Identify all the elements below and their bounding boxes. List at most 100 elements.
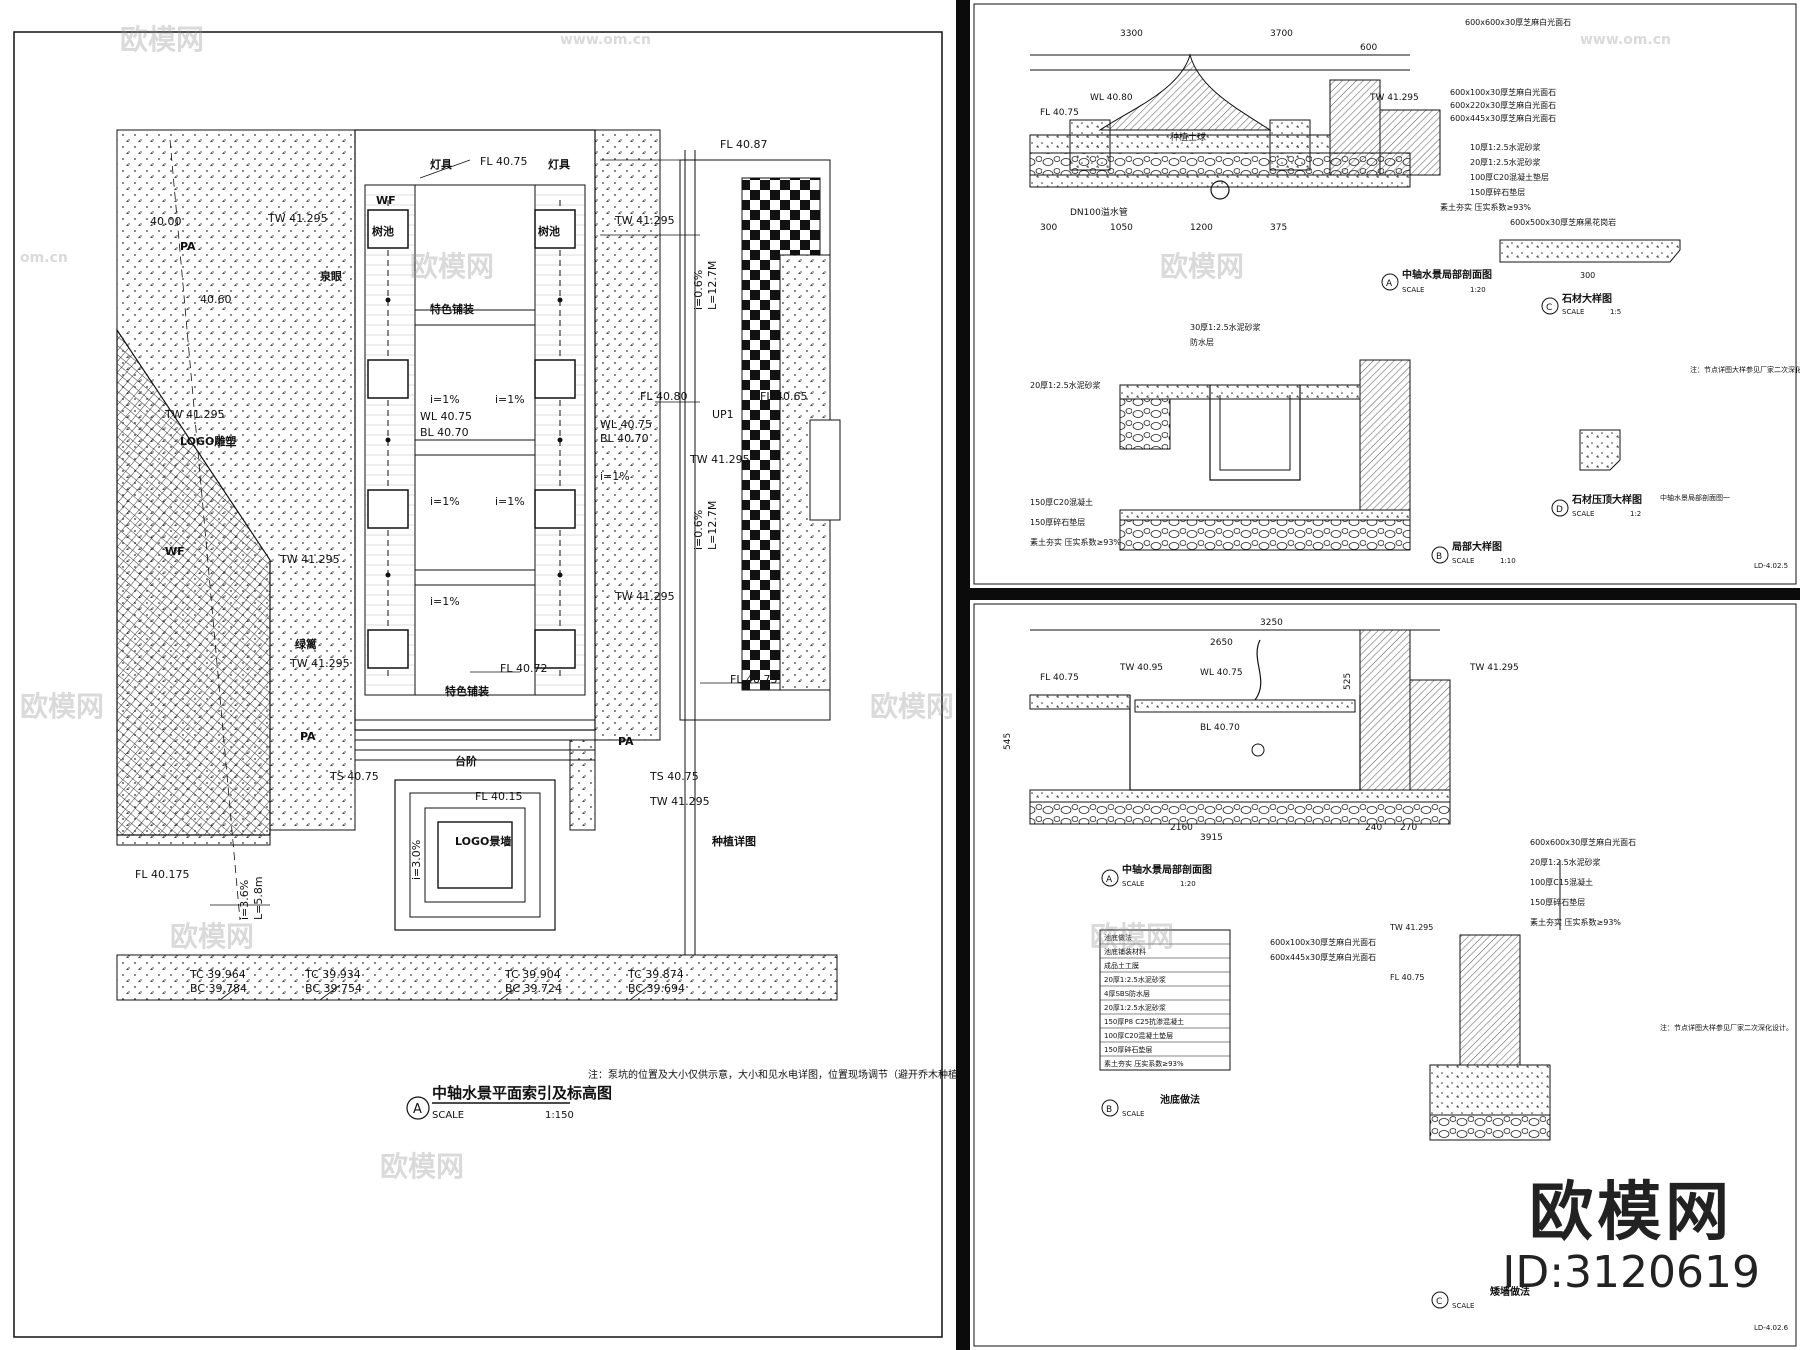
label-grade-2: 40.60 — [200, 293, 232, 306]
label-lamp: 灯具 — [430, 157, 452, 171]
section-a-note-2: 600x100x30厚芝麻白光面石 — [1450, 87, 1556, 97]
section-c-label-tw2: TW 41.295 — [1469, 663, 1519, 673]
pool-row-text: 100厚C20混凝土垫层 — [1104, 1031, 1173, 1040]
detail-c-scale-word: SCALE — [1562, 308, 1584, 316]
section-a-dim-5: 1050 — [1110, 223, 1133, 233]
detail-b-scale-word: SCALE — [1452, 557, 1474, 565]
section-c-dim-1: 3250 — [1260, 618, 1283, 628]
label-step: 台阶 — [455, 754, 478, 768]
section-c-dim-8: 525 — [1343, 673, 1353, 690]
section-c-dim-4: 2160 — [1170, 823, 1193, 833]
section-c-scale: 1:20 — [1180, 880, 1196, 888]
sheet-b-side-note: 中轴水景局部剖面图一 — [1660, 493, 1730, 502]
section-a-dim-7: 375 — [1270, 223, 1287, 233]
pool-title: 池底做法 — [1160, 1093, 1200, 1106]
section-a-note-4: 600x445x30厚芝麻白光面石 — [1450, 113, 1556, 123]
section-c-scale-word: SCALE — [1122, 880, 1144, 888]
section-a-dim-4: 300 — [1040, 223, 1057, 233]
pool-row-text: 池底铺装材料 — [1104, 947, 1146, 956]
wall-circle: C — [1436, 1297, 1442, 1307]
label-fl-4087: FL 40.87 — [720, 138, 767, 151]
label-tc-3: TC 39.904 — [504, 968, 561, 981]
wall-layer-1: 600x600x30厚芝麻白光面石 — [1530, 837, 1636, 847]
label-bl: BL 40.70 — [420, 426, 469, 439]
section-a-circle: A — [1386, 279, 1393, 289]
label-fl-4073: FL 40.73 — [730, 673, 777, 686]
label-logo-wall: LOGO景墙 — [455, 834, 511, 848]
plan-title-letter: A — [413, 1102, 422, 1117]
label-special: 特色铺装 — [430, 302, 474, 316]
detail-b-label-2: 防水层 — [1190, 337, 1214, 347]
section-a-dim-2: 3700 — [1270, 29, 1293, 39]
label-lamp-2: 灯具 — [548, 157, 570, 171]
brand-logo: 欧模网 ID:3120619 — [1502, 1181, 1760, 1295]
section-a-dim-1: 3300 — [1120, 29, 1143, 39]
pool-row-text: 20厚1:2.5水泥砂浆 — [1104, 975, 1166, 984]
pool-row-text: 成品土工膜 — [1104, 961, 1139, 970]
label-tc-1: TC 39.964 — [189, 968, 246, 981]
wall-label-stone-1: 600x100x30厚芝麻白光面石 — [1270, 937, 1376, 947]
plan-title-circle — [406, 1096, 430, 1120]
label-pa-2: PA — [300, 730, 316, 743]
sheet-b-number: LD-4.02.5 — [1754, 562, 1788, 570]
detail-b-label-3: 20厚1:2.5水泥砂浆 — [1030, 380, 1101, 390]
section-a-note-5: 10厚1:2.5水泥砂浆 — [1470, 142, 1541, 152]
detail-d-scale: 1:2 — [1630, 510, 1641, 518]
wall-layer-5: 素土夯实 压实系数≥93% — [1530, 917, 1621, 927]
label-tw-5: TW 41.295 — [279, 553, 340, 566]
pool-circle: B — [1106, 1105, 1112, 1115]
label-slope-1: i=0.6% — [692, 270, 705, 310]
section-c-dim-6: 270 — [1400, 823, 1417, 833]
label-fl-4072: FL 40.72 — [500, 662, 547, 675]
label-len-1: L=12.7M — [706, 261, 719, 310]
label-tw-6: TW 41.295 — [614, 590, 675, 603]
section-c-label-wl: WL 40.75 — [1200, 668, 1243, 678]
label-slope-2: i=0.6% — [692, 510, 705, 550]
label-up1: UP1 — [712, 408, 734, 421]
plan-note: 注：泵坑的位置及大小仅供示意，大小和见水电详图，位置现场调节（避开乔木种植点）。 — [588, 1068, 956, 1081]
label-tc-2: TC 39.934 — [304, 968, 361, 981]
wall-scale-word: SCALE — [1452, 1302, 1474, 1310]
label-special-2: 特色铺装 — [445, 684, 489, 698]
label-bc-2: BC 39.754 — [305, 982, 362, 995]
label-i-5: i=1% — [495, 495, 525, 508]
pool-row-text: 素土夯实 压实系数≥93% — [1104, 1059, 1184, 1068]
wall-label-fl: FL 40.75 — [1390, 973, 1425, 982]
section-a-note-7: 100厚C20混凝土垫层 — [1470, 172, 1549, 182]
label-len-3: L=5.8m — [252, 876, 265, 920]
label-bl-2: BL 40.70 — [600, 432, 649, 445]
section-a-label-wl: WL 40.80 — [1090, 93, 1133, 103]
section-a-dim-6: 1200 — [1190, 223, 1213, 233]
label-wf-area: WF — [165, 545, 185, 558]
label-tw-1: TW 41.295 — [267, 212, 328, 225]
label-fl-4015: FL 40.15 — [475, 790, 522, 803]
brand-name: 欧模网 — [1529, 1176, 1734, 1250]
plan-scale: 1:150 — [545, 1110, 574, 1121]
plan-scale-word: SCALE — [432, 1110, 464, 1121]
section-a-label-pipe: DN100溢水管 — [1070, 206, 1128, 218]
detail-d-title: 石材压顶大样图 — [1571, 493, 1642, 506]
section-c-label-tw: TW 40.95 — [1119, 663, 1163, 673]
label-fl-4065: FL 40.65 — [760, 390, 807, 403]
brand-id: ID:3120619 — [1502, 1247, 1760, 1298]
detail-c-label: 600x500x30厚芝麻黑花岗岩 — [1510, 217, 1616, 227]
wall-layer-3: 100厚C15混凝土 — [1530, 877, 1593, 887]
wall-label-tw: TW 41.295 — [1389, 923, 1433, 932]
section-a-dim-3: 600 — [1360, 43, 1377, 53]
detail-d-scale-word: SCALE — [1572, 510, 1594, 518]
label-tc-4: TC 39.874 — [627, 968, 684, 981]
label-trees-2: 树池 — [538, 224, 560, 238]
section-c-title: 中轴水景局部剖面图 — [1122, 863, 1212, 876]
label-slope-4: i=3.0% — [410, 840, 423, 880]
label-trees: 树池 — [372, 224, 394, 238]
label-i-3: i=1% — [495, 393, 525, 406]
section-a-label-fl: FL 40.75 — [1040, 108, 1079, 118]
section-c-label-bl: BL 40.70 — [1200, 723, 1240, 733]
label-tw-8: TW 41.295 — [649, 795, 710, 808]
section-c-dim-3: 3915 — [1200, 833, 1223, 843]
pool-scale-word: SCALE — [1122, 1110, 1144, 1118]
label-wl: WL 40.75 — [420, 410, 472, 423]
label-i-4: i=1% — [430, 495, 460, 508]
label-pa-3: PA — [618, 735, 634, 748]
pool-row-text: 池底做法 — [1104, 933, 1132, 942]
